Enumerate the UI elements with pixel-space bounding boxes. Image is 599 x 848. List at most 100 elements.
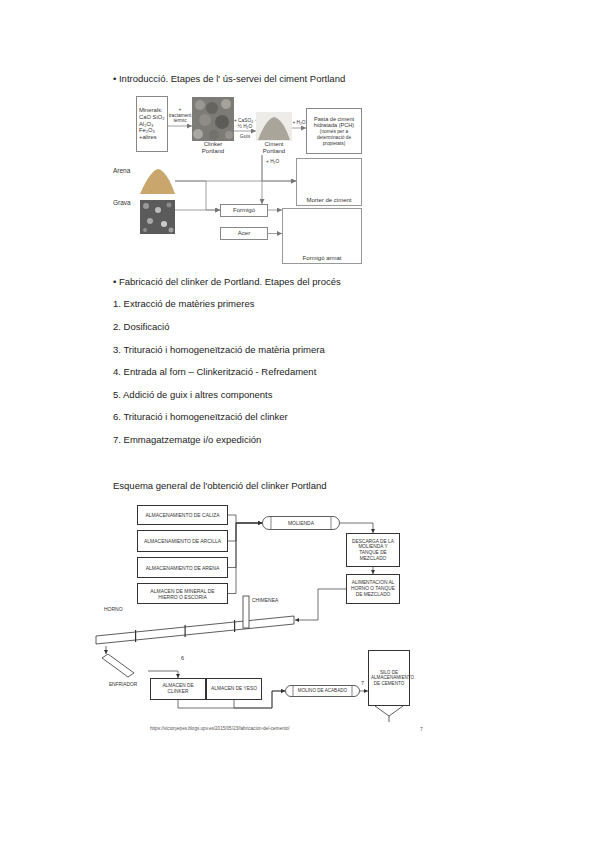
list-item: 5. Addició de guix i altres components [113, 389, 272, 400]
clinker-photo [192, 97, 234, 141]
kiln-tyre [185, 625, 186, 637]
gravel-image-node: Grava [113, 198, 175, 236]
node-label: MOLIENDA [262, 520, 340, 526]
gravel-stone [155, 207, 161, 213]
node-label: Formigó armat [284, 255, 360, 262]
storage-box: ALMACENAMIENTO DE ARENA [137, 557, 228, 578]
process-line [373, 567, 374, 574]
node-note: (només per a determinació de propietats) [309, 129, 359, 146]
kiln-tyre [135, 630, 136, 642]
flow-arrow [175, 210, 220, 211]
node-label: SILO DE ALMACENAMIENTO DE CEMENTO [371, 670, 407, 687]
gravel-stone [147, 218, 153, 224]
section-heading: • Fabricació del clinker de Portland. Et… [113, 276, 341, 287]
process-box: DESCARGA DE LA MOLIENDA Y TANQUE DE MEZC… [346, 533, 400, 567]
cooler-symbol: ENFRIADOR [98, 654, 148, 688]
mortar-image-node: Morter de ciment [296, 158, 362, 206]
process-line [228, 523, 262, 594]
process-line [106, 646, 107, 654]
node-label: ENFRIADOR [98, 682, 148, 688]
process-line [228, 523, 262, 541]
callout-number: 7 [361, 680, 364, 687]
clinker-nodule [193, 129, 203, 139]
node-label: Ciment Portland [256, 141, 292, 155]
paste-box: Pasta de ciment hidratada (PCH)(només pe… [306, 108, 362, 154]
clinker-nodule [209, 130, 219, 140]
node-label: MOLINO DE ACABADO [285, 688, 360, 694]
sand-pile [140, 169, 175, 194]
process-line [340, 523, 373, 533]
node-label: ALMACEN DE YESO [209, 686, 259, 692]
section-heading: • Introducció. Etapes de l' ús-servei de… [113, 73, 345, 84]
gravel-stone [167, 203, 172, 208]
node-label: ALMACENAMIENTO DE ARCILLA [141, 538, 224, 544]
list-item: 1. Extracció de matèries primeres [113, 298, 255, 309]
kiln-outline [90, 606, 295, 646]
photo-background [192, 97, 234, 141]
clinker-nodule [225, 131, 233, 139]
silo-box: SILO DE ALMACENAMIENTO DE CEMENTO [368, 650, 410, 706]
flow-arrow [168, 126, 192, 127]
callout-number: 6 [181, 655, 184, 662]
silo-hopper [375, 706, 403, 722]
powder-pile [258, 117, 290, 140]
section-heading: Esquema general de l'obtenció del clinke… [113, 480, 327, 491]
flow-arrow [175, 181, 296, 182]
node-label: DESCARGA DE LA MOLIENDA Y TANQUE DE MEZC… [349, 539, 397, 562]
kiln-cylinder: HORNO [90, 606, 295, 646]
storage-box: ALMACEN DE YESO [206, 678, 262, 700]
list-item: 3. Trituració i homogeneïtzació de matèr… [113, 344, 325, 355]
steel-box: Acer [220, 227, 268, 240]
kiln-tyre [234, 620, 235, 632]
storage-box: ALMACENAMIENTO DE CALIZA [137, 505, 228, 525]
node-label: Morter de ciment [298, 197, 360, 204]
node-label: ALMACEN DE MINERAL DE HIERRO O ESCORIA [141, 588, 224, 600]
clinker-nodule [199, 114, 211, 126]
flow-arrow [262, 155, 263, 204]
edge-label: + H₂O [291, 120, 307, 126]
flow-arrow [262, 155, 296, 181]
edge-label: + CaSO₄ · ½ H₂O [232, 118, 258, 129]
flow-arrow [268, 210, 282, 211]
sand-image-node: Arena [113, 166, 175, 194]
node-label: ALMACENAMIENTO DE CALIZA [141, 512, 224, 518]
storage-box: ALMACEN DE CLINKER [150, 678, 206, 700]
sand-photo [140, 169, 175, 194]
gravel-photo [140, 200, 175, 234]
arrow-note: Guix [240, 133, 250, 139]
flow-arrow [234, 131, 256, 132]
process-box: ALIMENTACION AL HORNO O TANQUE DE MEZCLA… [346, 574, 400, 604]
list-item: 4. Entrada al forn – Clinkerització - Re… [113, 366, 316, 377]
process-line [360, 691, 368, 692]
process-line [228, 523, 262, 568]
process-line [148, 671, 178, 678]
source-url: https://victoryepes.blogs.upv.es/2015/05… [150, 726, 290, 732]
node-label: ALIMENTACION AL HORNO O TANQUE DE MEZCLA… [349, 580, 397, 597]
clinker-nodule [206, 102, 218, 114]
clinker-nodule [215, 115, 229, 129]
gravel-stone [169, 228, 174, 233]
edge-label: + tractament tèrmic [167, 107, 193, 124]
node-label: ALMACENAMIENTO DE ARENA [141, 565, 224, 571]
photo-background [256, 112, 292, 141]
cement-image-node: Ciment Portland [256, 112, 292, 155]
clinker-image-node: Clinker Portland [192, 97, 234, 155]
list-item: 2. Dosificació [113, 321, 170, 332]
kiln-body [96, 616, 294, 644]
cylinder-body [286, 686, 360, 697]
storage-box: ALMACENAMIENTO DE ARCILLA [137, 530, 228, 552]
node-label: Acer [221, 230, 267, 237]
clinker-nodule [221, 99, 231, 109]
cooler-body [102, 654, 134, 677]
mill-cylinder: MOLINO DE ACABADO [285, 685, 360, 697]
concrete-box: Formigó [220, 204, 268, 217]
node-label: Formigó [221, 207, 267, 214]
node-label: ALMACEN DE CLINKER [153, 683, 203, 695]
cylinder-body [263, 517, 340, 530]
node-label: Minerals: CaO SiO₂ Al₂O₃ Fe₂O₃ +altres [139, 107, 165, 142]
process-line [228, 515, 262, 523]
node-label: HORNO [104, 606, 295, 612]
